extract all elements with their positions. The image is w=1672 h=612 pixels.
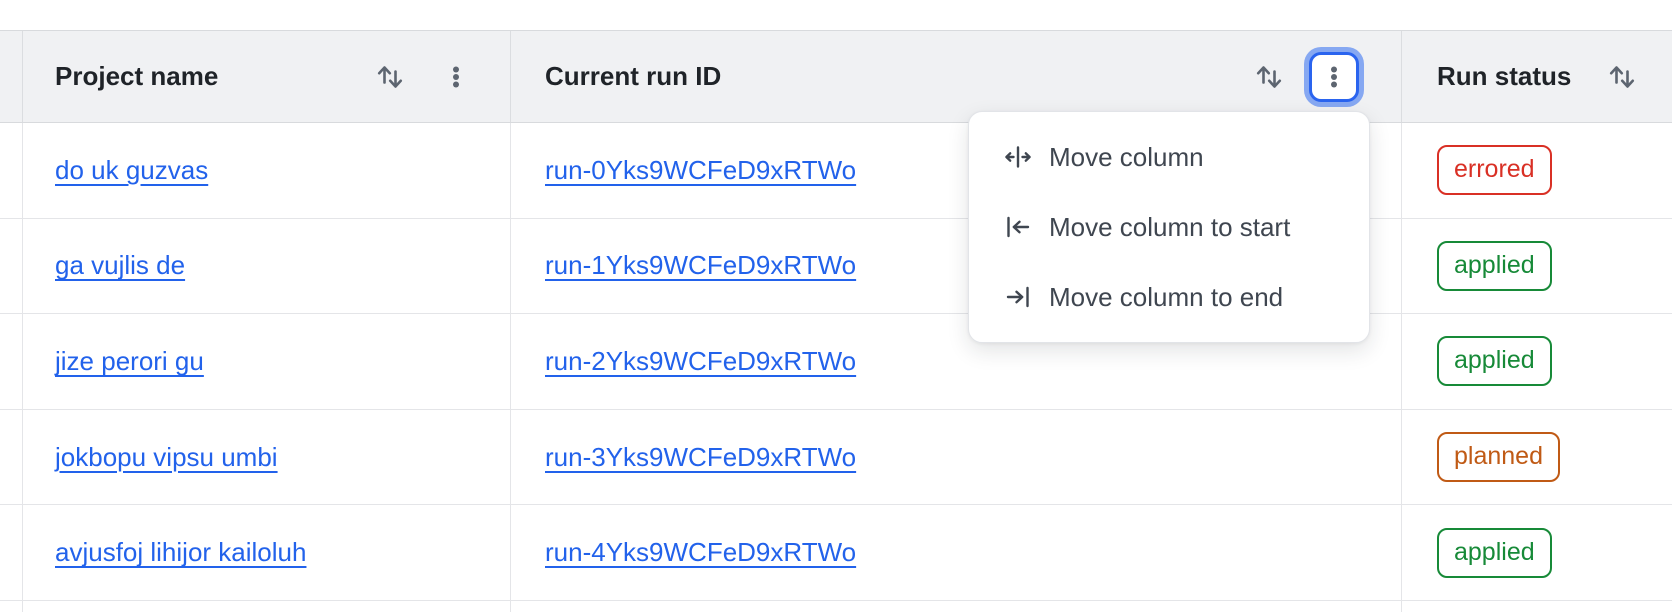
sort-button-run-status[interactable]: [1606, 61, 1638, 93]
column-menu-button-run-id-focused[interactable]: [1309, 51, 1359, 102]
project-link[interactable]: ga vujlis de: [55, 250, 186, 281]
table-row: ga vujlis de run-1Yks9WCFeD9xRTWo applie…: [0, 218, 1672, 315]
sort-button-project[interactable]: [374, 61, 406, 93]
move-column-start-icon: [1007, 216, 1030, 238]
run-link[interactable]: run-0Yks9WCFeD9xRTWo: [545, 154, 857, 185]
run-link[interactable]: run-3Yks9WCFeD9xRTWo: [545, 441, 857, 472]
project-link[interactable]: jize perori gu: [55, 345, 204, 376]
row-gutter-cell: [0, 123, 23, 218]
header-current-run-id: Current run ID: [511, 31, 1402, 122]
sort-button-run-id[interactable]: [1253, 61, 1285, 93]
project-link[interactable]: avjusfoj lihijor kailoluh: [55, 537, 307, 568]
menu-item-label: Move column: [1049, 141, 1204, 172]
project-cell: do uk guzvas: [23, 123, 511, 218]
run-id-cell: run-2Yks9WCFeD9xRTWo: [511, 314, 1402, 409]
status-cell: applied: [1402, 314, 1672, 409]
project-cell: jize perori gu: [23, 314, 511, 409]
top-whitespace: [0, 0, 1672, 30]
column-title-run-id: Current run ID: [545, 61, 722, 91]
row-gutter-cell: [0, 314, 23, 409]
project-cell: jokbopu vipsu umbi: [23, 409, 511, 505]
sort-arrows-icon: [1256, 65, 1282, 88]
menu-item-move-column-to-start[interactable]: Move column to start: [969, 192, 1369, 262]
table-row: do uk guzvas run-0Yks9WCFeD9xRTWo errore…: [0, 123, 1672, 219]
status-cell: [1402, 601, 1672, 612]
kebab-menu-icon: [453, 66, 459, 87]
run-link[interactable]: run-2Yks9WCFeD9xRTWo: [545, 345, 857, 376]
status-badge: applied: [1437, 336, 1552, 387]
move-column-icon: [1005, 146, 1031, 168]
run-id-cell: [511, 600, 1402, 612]
status-badge: applied: [1437, 240, 1552, 291]
run-id-cell: run-3Yks9WCFeD9xRTWo: [511, 409, 1402, 505]
status-badge: planned: [1437, 432, 1560, 483]
column-menu-dropdown: Move column Move column to start Move co…: [968, 111, 1370, 343]
menu-item-move-column[interactable]: Move column: [969, 122, 1369, 192]
header-run-status: Run status: [1402, 31, 1672, 122]
project-cell: [23, 600, 511, 612]
table-header-row: Project name Current run ID Run status: [0, 30, 1672, 123]
row-gutter-cell: [0, 505, 23, 600]
table-row: jize perori gu run-2Yks9WCFeD9xRTWo appl…: [0, 314, 1672, 410]
table-row: avjusfoj lihijor kailoluh run-4Yks9WCFeD…: [0, 505, 1672, 601]
project-cell: ga vujlis de: [23, 218, 511, 314]
row-gutter-cell: [0, 218, 23, 314]
run-link[interactable]: run-4Yks9WCFeD9xRTWo: [545, 537, 857, 568]
run-id-cell: run-0Yks9WCFeD9xRTWo: [511, 123, 1402, 218]
column-title-run-status: Run status: [1437, 61, 1572, 91]
project-cell: avjusfoj lihijor kailoluh: [23, 505, 511, 600]
header-gutter-cell: [0, 31, 23, 122]
table-row-partial: [0, 600, 1672, 612]
header-project-name: Project name: [23, 31, 511, 122]
status-cell: planned: [1402, 410, 1672, 505]
project-link[interactable]: jokbopu vipsu umbi: [55, 441, 278, 472]
sort-arrows-icon: [1609, 65, 1635, 88]
status-badge: applied: [1437, 527, 1552, 578]
status-badge: errored: [1437, 145, 1552, 196]
column-title-project: Project name: [55, 61, 219, 91]
status-cell: errored: [1402, 123, 1672, 218]
sort-arrows-icon: [377, 65, 403, 88]
kebab-menu-icon: [1331, 66, 1337, 87]
move-column-end-icon: [1006, 286, 1029, 308]
menu-item-move-column-to-end[interactable]: Move column to end: [969, 262, 1369, 332]
run-link[interactable]: run-1Yks9WCFeD9xRTWo: [545, 250, 857, 281]
row-gutter-cell: [0, 600, 23, 612]
run-id-cell: run-4Yks9WCFeD9xRTWo: [511, 505, 1402, 600]
table-row: jokbopu vipsu umbi run-3Yks9WCFeD9xRTWo …: [0, 409, 1672, 506]
menu-item-label: Move column to end: [1049, 281, 1284, 312]
project-link[interactable]: do uk guzvas: [55, 154, 209, 185]
run-id-cell: run-1Yks9WCFeD9xRTWo: [511, 218, 1402, 314]
table-body: do uk guzvas run-0Yks9WCFeD9xRTWo errore…: [0, 123, 1672, 601]
menu-item-label: Move column to start: [1049, 211, 1291, 242]
column-menu-button-project[interactable]: [444, 65, 468, 89]
row-gutter-cell: [0, 409, 23, 505]
status-cell: applied: [1402, 505, 1672, 600]
status-cell: applied: [1402, 219, 1672, 314]
